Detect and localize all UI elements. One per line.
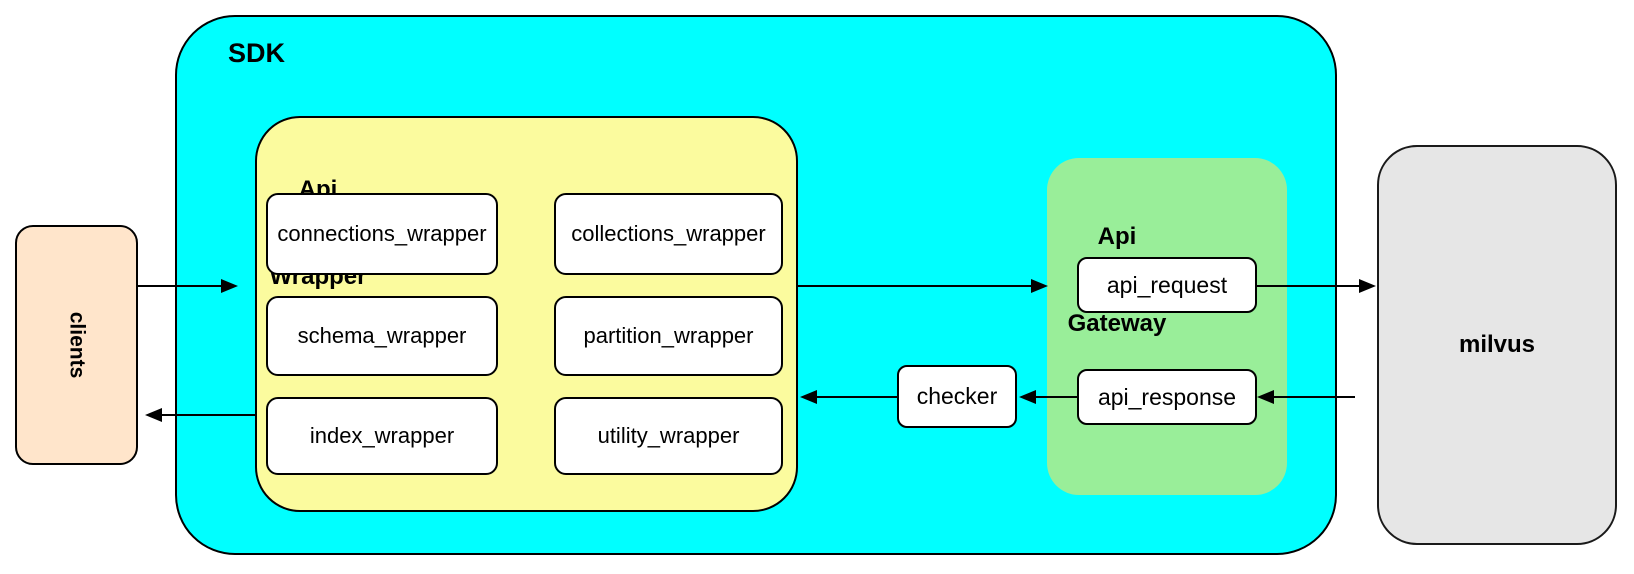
arrow-shaft (813, 396, 898, 398)
node-utility-wrapper: utility_wrapper (554, 397, 783, 475)
api-gateway-container (1047, 158, 1287, 495)
sdk-label: SDK (228, 38, 286, 68)
node-checker: checker (897, 365, 1017, 428)
arrow-shaft (1257, 285, 1363, 287)
node-api-response: api_response (1077, 369, 1257, 425)
arrowhead-right-icon (1359, 279, 1376, 293)
node-schema-wrapper: schema_wrapper (266, 296, 498, 376)
arrow-api-request-to-milvus (1257, 279, 1376, 293)
api-gateway-label: Api Gateway (1049, 164, 1185, 396)
milvus-label: milvus (1458, 331, 1536, 358)
arrow-milvus-to-api-response (1257, 390, 1355, 404)
node-index-wrapper: index_wrapper (266, 397, 498, 475)
api-gateway-label-line2: Gateway (1067, 310, 1167, 337)
node-api-request: api_request (1077, 257, 1257, 313)
arrowhead-left-icon (1257, 390, 1274, 404)
node-partition-wrapper: partition_wrapper (554, 296, 783, 376)
arrow-shaft (138, 285, 225, 287)
arrowhead-right-icon (1031, 279, 1048, 293)
arrow-shaft (1270, 396, 1355, 398)
arrow-api-wrapper-to-clients (145, 408, 255, 422)
node-connections-wrapper: connections_wrapper (266, 193, 498, 275)
arrowhead-left-icon (145, 408, 162, 422)
node-clients: clients (15, 225, 138, 465)
arrow-api-wrapper-to-api-gateway (798, 279, 1048, 293)
arrowhead-right-icon (221, 279, 238, 293)
arrowhead-left-icon (1019, 390, 1036, 404)
arrow-shaft (158, 414, 255, 416)
arrow-clients-to-sdk (138, 279, 238, 293)
arrow-api-response-to-checker (1019, 390, 1077, 404)
node-milvus: milvus (1377, 145, 1617, 545)
arrow-shaft (1032, 396, 1077, 398)
api-gateway-label-line1: Api (1097, 223, 1137, 250)
arrow-shaft (798, 285, 1035, 287)
clients-label: clients (65, 311, 89, 379)
arrowhead-left-icon (800, 390, 817, 404)
node-collections-wrapper: collections_wrapper (554, 193, 783, 275)
arrow-checker-to-api-wrapper (800, 390, 898, 404)
